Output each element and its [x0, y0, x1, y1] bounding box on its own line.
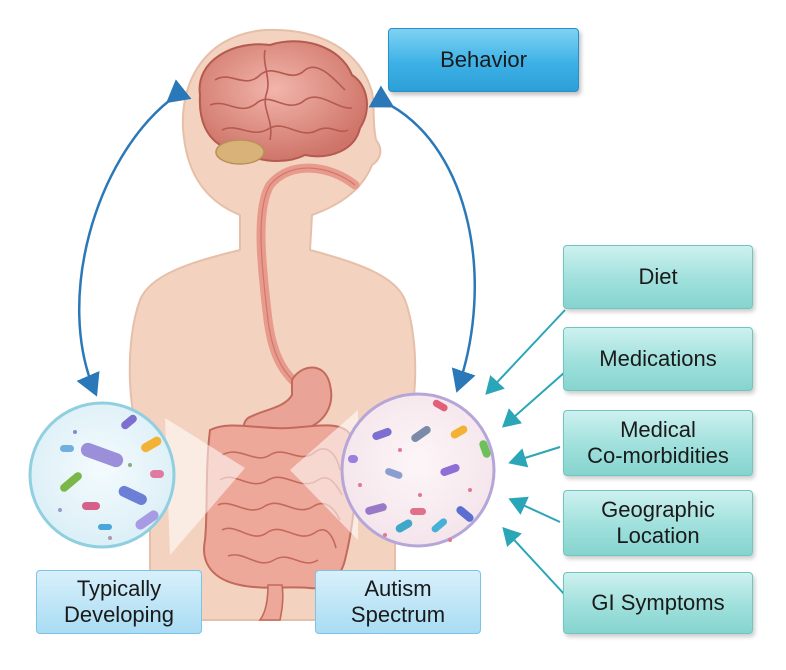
callout-cone-left — [165, 418, 245, 555]
autism-spectrum-label-box: Autism Spectrum — [315, 570, 481, 634]
factor-box-gi-symptoms: GI Symptoms — [563, 572, 753, 634]
factor-label-medications: Medications — [599, 346, 717, 372]
factor-box-geographic-location: Geographic Location — [563, 490, 753, 556]
autism-spectrum-label: Autism Spectrum — [350, 576, 446, 627]
behavior-label: Behavior — [440, 47, 527, 73]
factor-box-medical-comorbidities: Medical Co-morbidities — [563, 410, 753, 476]
factor-box-medications: Medications — [563, 327, 753, 391]
typical-developing-label: Typically Developing — [63, 576, 175, 627]
behavior-box: Behavior — [388, 28, 579, 92]
typical-developing-label-box: Typically Developing — [36, 570, 202, 634]
callout-cone-right — [290, 410, 358, 540]
arrow-right-curve — [368, 85, 476, 393]
factor-box-diet: Diet — [563, 245, 753, 309]
factor-label-diet: Diet — [638, 264, 678, 290]
typical-microbiome-circle — [28, 401, 176, 549]
factor-label-medical-comorbidities: Medical Co-morbidities — [587, 417, 729, 468]
factor-label-gi-symptoms: GI Symptoms — [591, 590, 725, 616]
factor-arrows — [485, 309, 566, 596]
brain — [198, 40, 368, 165]
factor-label-geographic-location: Geographic Location — [601, 497, 715, 548]
arrow-left-curve — [76, 79, 192, 397]
autism-microbiome-circle — [340, 392, 496, 548]
